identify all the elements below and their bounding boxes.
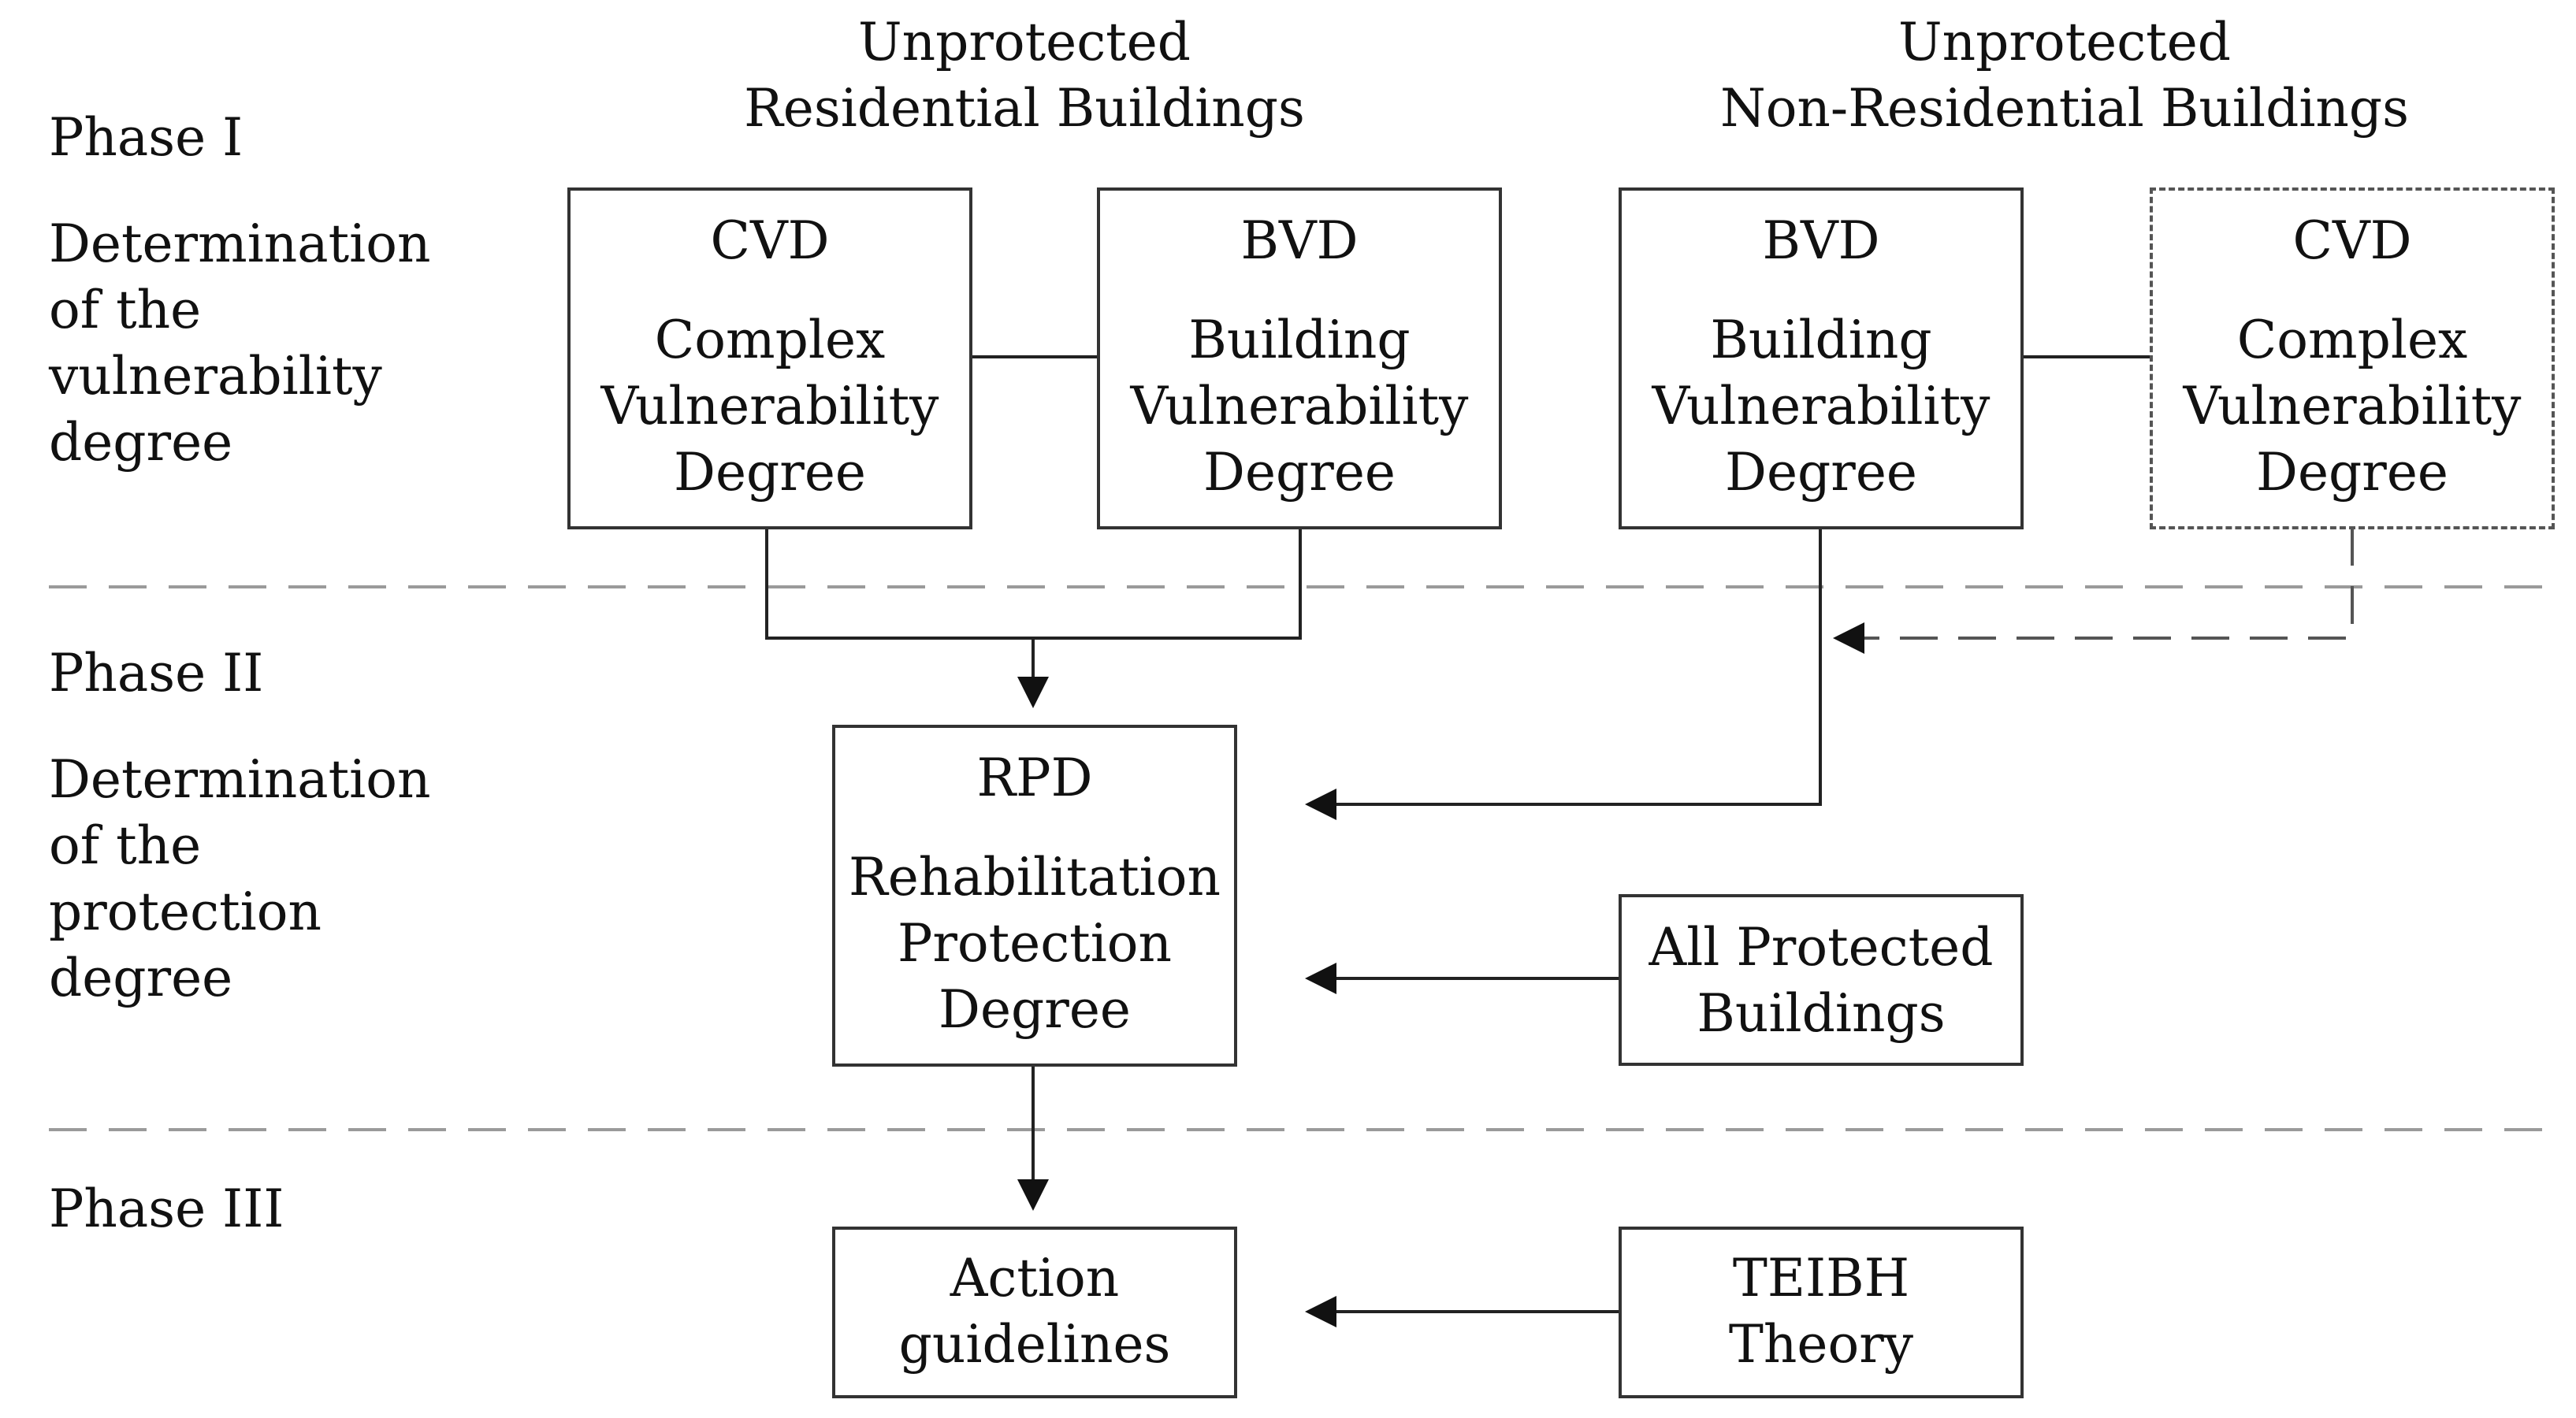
box-label-line: Vulnerability <box>1652 376 1991 436</box>
path-bvd-nonres-to-rpd <box>1305 528 1822 820</box>
box-abbr: CVD <box>710 210 830 271</box>
box-label-line: Theory <box>1728 1314 1914 1375</box>
phase-desc-line: of the <box>49 815 202 876</box>
box-label-line: Protection <box>897 913 1173 974</box>
box-label-line: Action <box>950 1248 1120 1308</box>
box-cvd-non-residential: CVD Complex Vulnerability Degree <box>2150 187 2555 529</box>
box-label: Building Vulnerability Degree <box>1622 307 2020 506</box>
phase-2-title: Phase II <box>49 643 264 703</box>
box-cvd-residential: CVD Complex Vulnerability Degree <box>567 187 972 529</box>
box-label-line: Vulnerability <box>2183 376 2522 436</box>
box-label: Complex Vulnerability Degree <box>571 307 969 506</box>
phase-desc-line: degree <box>49 412 233 473</box>
box-label-line: Degree <box>2256 442 2448 503</box>
path-cvd-nonres-dashed <box>1833 528 2354 654</box>
box-bvd-non-residential: BVD Building Vulnerability Degree <box>1619 187 2024 529</box>
phase-2-desc: Determination of the protection degree <box>49 747 490 1012</box>
box-label-line: Vulnerability <box>600 376 939 436</box>
box-label-line: Building <box>1188 310 1411 370</box>
phase-3-title: Phase III <box>49 1179 284 1239</box>
column-header-line: Residential Buildings <box>744 78 1305 139</box>
box-label-line: Degree <box>939 979 1131 1040</box>
box-all-protected-buildings: All Protected Buildings <box>1619 894 2024 1066</box>
phase-desc-line: of the <box>49 280 202 340</box>
box-label-line: Degree <box>674 442 866 503</box>
phase-desc-line: Determination <box>49 749 431 810</box>
box-label: Complex Vulnerability Degree <box>2153 307 2552 506</box>
box-teibh-theory: TEIBH Theory <box>1619 1227 2024 1398</box>
phase-desc-line: protection <box>49 882 322 942</box>
phase-1-title: Phase I <box>49 107 243 168</box>
column-header-line: Non-Residential Buildings <box>1719 78 2410 139</box>
column-header-line: Unprotected <box>857 12 1191 72</box>
phase-desc-line: degree <box>49 948 233 1008</box>
box-label-line: Buildings <box>1697 983 1946 1044</box>
box-label-line: Complex <box>2236 310 2468 370</box>
box-bvd-residential: BVD Building Vulnerability Degree <box>1097 187 1502 529</box>
phase-1-desc: Determination of the vulnerability degre… <box>49 211 490 476</box>
box-abbr: BVD <box>1240 210 1359 271</box>
box-label: Action guidelines <box>835 1245 1234 1378</box>
column-header-line: Unprotected <box>1898 12 2232 72</box>
box-label-line: TEIBH <box>1732 1248 1910 1308</box>
box-abbr: CVD <box>2292 210 2412 271</box>
column-header-residential: Unprotected Residential Buildings <box>709 9 1340 142</box>
box-label-line: Degree <box>1203 442 1396 503</box>
box-action-guidelines: Action guidelines <box>832 1227 1237 1398</box>
box-label-line: Building <box>1710 310 1932 370</box>
box-abbr: BVD <box>1762 210 1880 271</box>
box-label-line: Vulnerability <box>1130 376 1469 436</box>
box-abbr: RPD <box>976 748 1093 808</box>
box-label: TEIBH Theory <box>1622 1245 2020 1378</box>
box-label-line: All Protected <box>1649 917 1994 978</box>
phase-desc-line: Determination <box>49 213 431 274</box>
merge-residential <box>765 528 1302 640</box>
box-rpd: RPD Rehabilitation Protection Degree <box>832 725 1237 1067</box>
column-header-non-residential: Unprotected Non-Residential Buildings <box>1710 9 2419 142</box>
box-label-line: Degree <box>1725 442 1917 503</box>
box-label: All Protected Buildings <box>1622 915 2020 1047</box>
phase-desc-line: vulnerability <box>49 346 382 406</box>
box-label: Building Vulnerability Degree <box>1100 307 1499 506</box>
box-label: Rehabilitation Protection Degree <box>835 844 1234 1043</box>
box-label-line: Rehabilitation <box>849 847 1221 908</box>
box-label-line: guidelines <box>898 1314 1171 1375</box>
box-label-line: Complex <box>654 310 886 370</box>
